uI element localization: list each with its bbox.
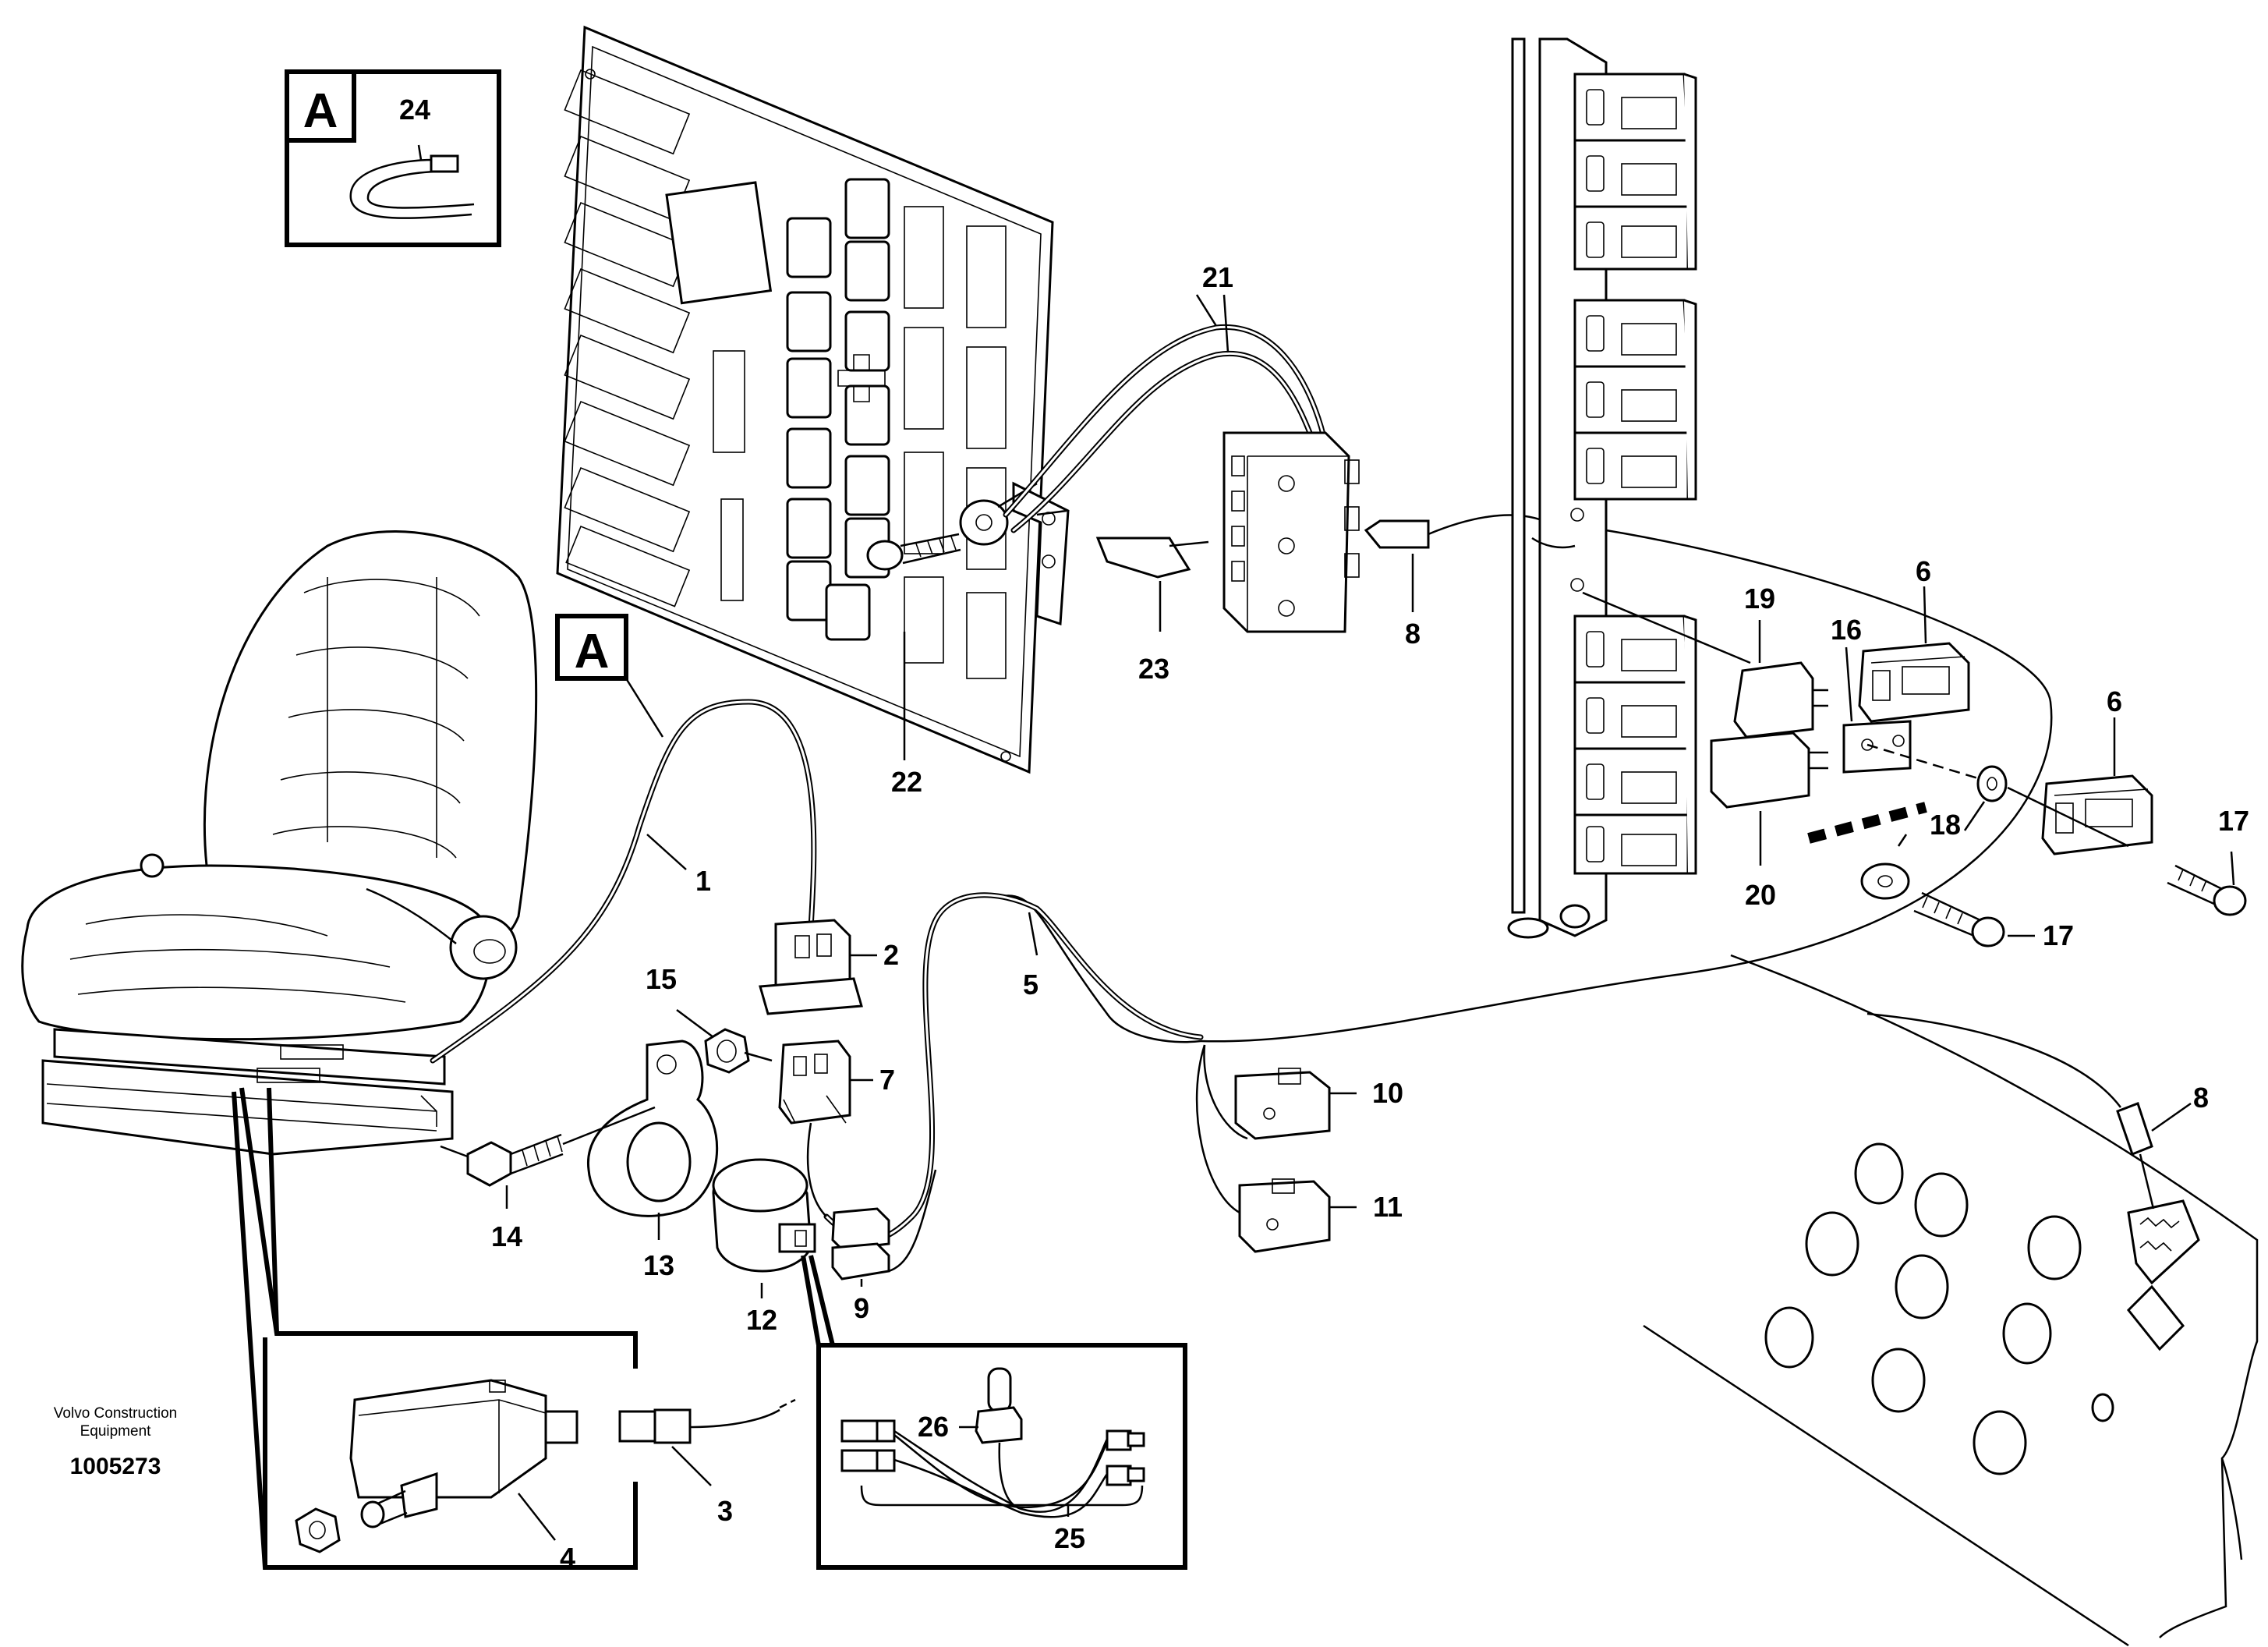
company-name-line1: Volvo Construction: [54, 1405, 177, 1422]
callout-8b: 8: [2193, 1082, 2209, 1114]
item-19-relay: 19: [1582, 583, 1828, 738]
callout-20: 20: [1745, 879, 1776, 911]
callout-8a: 8: [1405, 618, 1421, 650]
operator-seat: [21, 530, 538, 1160]
callout-24: 24: [399, 94, 430, 126]
callout-23: 23: [1138, 653, 1169, 685]
item-6-relay-upper: 6: [1858, 555, 1970, 723]
item-5-cable: 5: [823, 892, 1248, 1273]
item-10-switch: 10: [1234, 1068, 1403, 1140]
callout-9: 9: [854, 1292, 869, 1324]
item-8-upper-connector: 8: [1364, 514, 1548, 650]
callout-5: 5: [1023, 969, 1038, 1001]
callout-7: 7: [879, 1064, 895, 1096]
circuit-board: [556, 25, 1070, 774]
item-11-switch: 11: [1238, 1178, 1403, 1253]
connector-block: [1222, 431, 1360, 633]
item-20-relay: 20: [1710, 731, 1828, 911]
cable-letter-a: A: [575, 625, 610, 678]
item-14-bolt: 14: [466, 1106, 656, 1252]
item-17-bolts: 17 17: [1913, 786, 2249, 951]
callout-25: 25: [1054, 1522, 1085, 1554]
callout-6a: 6: [1916, 555, 1931, 587]
item-13-clamp: 13: [586, 1040, 719, 1281]
item-2-connector: 2: [759, 919, 899, 1015]
callout-4: 4: [560, 1542, 575, 1574]
inset-switch: 4 3: [232, 1087, 796, 1574]
callout-12: 12: [746, 1304, 777, 1336]
callout-21: 21: [1202, 261, 1233, 293]
callout-13: 13: [643, 1249, 674, 1281]
callout-15: 15: [646, 963, 677, 995]
callout-16: 16: [1831, 614, 1862, 646]
callout-19: 19: [1744, 583, 1775, 615]
document-number: 1005273: [70, 1454, 161, 1479]
inset-harness: 26 25: [801, 1255, 1187, 1570]
item-8-lower-connector: 8: [1866, 1012, 2209, 1210]
main-cable-loop: [1200, 529, 2053, 1043]
item-22-screw-ring-terminal: 22: [866, 482, 1067, 798]
callout-2: 2: [883, 939, 899, 971]
callout-17b: 17: [2218, 805, 2249, 837]
detail-marker-a: A: [555, 614, 664, 738]
callout-14: 14: [491, 1220, 522, 1252]
callout-17a: 17: [2043, 919, 2074, 951]
item-16-bracket: 16: [1831, 614, 1997, 785]
callout-22: 22: [891, 766, 922, 798]
item-6-relay-lower: 6: [2041, 685, 2153, 855]
company-name-line2: Equipment: [80, 1423, 152, 1440]
callout-18: 18: [1930, 809, 1961, 841]
item-23-connector-clip: 23: [1095, 537, 1209, 685]
callout-1: 1: [695, 865, 711, 897]
item-9-connector: 9: [831, 1207, 890, 1324]
item-1-seat-cable: 1: [430, 699, 817, 1064]
item-18-washers: 18: [1807, 765, 2008, 900]
item-12-sensor: 12: [712, 1158, 816, 1336]
callout-26: 26: [918, 1411, 949, 1443]
callout-10: 10: [1372, 1077, 1403, 1109]
callout-11: 11: [1373, 1191, 1403, 1223]
inset-a-cable-tie: A 24: [285, 69, 501, 247]
inset-letter-a: A: [303, 84, 338, 138]
item-15-nut: 15: [646, 963, 773, 1074]
callout-3: 3: [717, 1495, 733, 1527]
callout-6b: 6: [2107, 685, 2122, 717]
relay-rail: [1507, 37, 1697, 939]
caption-block: Volvo Construction Equipment 1005273: [54, 1405, 177, 1479]
dashboard-panel: [1643, 954, 2259, 1647]
item-21-cable-harness: 21: [1003, 261, 1329, 533]
item-7-connector: 7: [778, 1040, 895, 1217]
